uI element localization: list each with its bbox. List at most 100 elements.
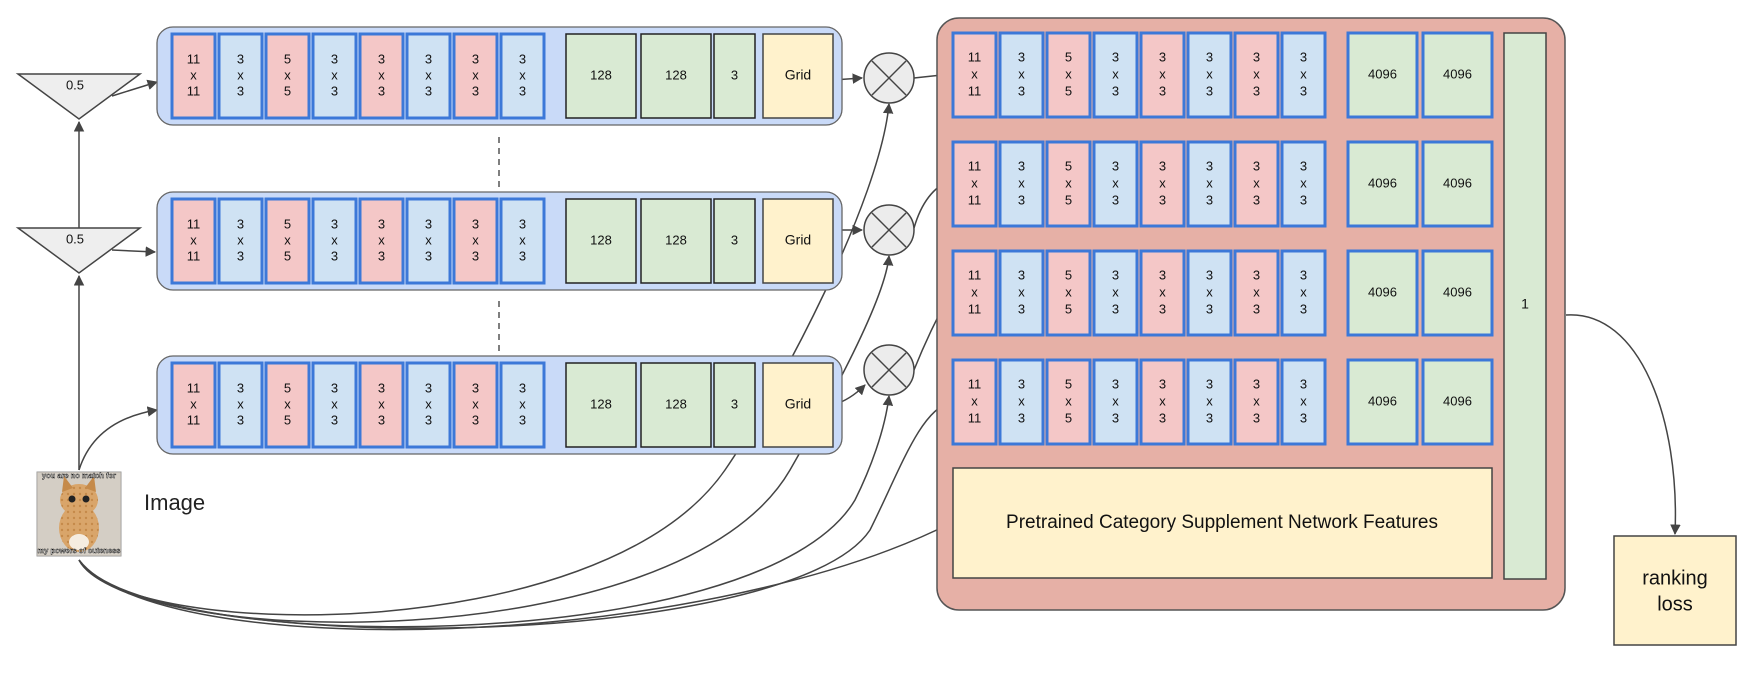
main-conv-layer-label: 3 <box>1159 49 1166 64</box>
main-conv-layer-box <box>1186 358 1233 446</box>
conv-layer-label: x <box>284 396 291 411</box>
main-conv-layer-label: x <box>1018 66 1025 81</box>
conv-layer-box <box>311 197 358 285</box>
main-conv-layer-label: x <box>1159 393 1166 408</box>
conv-layer-label: 3 <box>237 216 244 231</box>
conv-layer-label: 3 <box>237 380 244 395</box>
main-fc-layer-label: 4096 <box>1368 284 1397 299</box>
ranking-loss-box <box>1613 535 1737 646</box>
conv-layer-label: x <box>425 67 432 82</box>
conv-layer-label: 3 <box>519 412 526 427</box>
main-fc-layer-label: 4096 <box>1443 393 1472 408</box>
conv-layer-box <box>405 361 452 449</box>
main-conv-layer-label: 3 <box>1018 301 1025 316</box>
main-conv-layer-box <box>1045 31 1092 119</box>
main-conv-layer-label: 3 <box>1112 267 1119 282</box>
conv-layer-label: x <box>331 396 338 411</box>
main-conv-layer-box <box>1139 140 1186 228</box>
conv-layer-label: 11 <box>187 412 201 427</box>
fc-layer-label: 128 <box>665 232 687 247</box>
main-conv-layer-label: 3 <box>1300 410 1307 425</box>
main-conv-layer-label: 3 <box>1206 49 1213 64</box>
conv-layer-label: x <box>472 232 479 247</box>
main-conv-layer-box <box>1186 140 1233 228</box>
main-conv-layer-label: x <box>1300 175 1307 190</box>
main-conv-layer-label: 3 <box>1018 158 1025 173</box>
main-conv-layer-box <box>951 140 998 228</box>
fc-layer-label: 128 <box>590 232 612 247</box>
main-conv-layer-label: x <box>1159 175 1166 190</box>
fc-layer-box <box>640 362 712 448</box>
main-conv-layer-label: 3 <box>1253 49 1260 64</box>
grid-box <box>762 33 834 119</box>
main-conv-layer-box <box>998 358 1045 446</box>
main-conv-layer-label: 5 <box>1065 192 1072 207</box>
image-to-pretrained-curve <box>78 522 952 631</box>
ranking-loss-label: loss <box>1657 593 1693 615</box>
conv-layer-box <box>358 361 405 449</box>
main-conv-layer-label: 3 <box>1253 410 1260 425</box>
main-conv-layer-label: x <box>1065 284 1072 299</box>
conv-layer-label: x <box>378 232 385 247</box>
conv-layer-label: 11 <box>187 380 201 395</box>
conv-layer-label: 3 <box>378 380 385 395</box>
main-conv-layer-label: x <box>1018 175 1025 190</box>
main-conv-layer-label: x <box>1112 175 1119 190</box>
main-conv-layer-label: 3 <box>1206 376 1213 391</box>
main-conv-layer-label: 3 <box>1112 158 1119 173</box>
conv-layer-label: 11 <box>187 216 201 231</box>
grid-label: Grid <box>785 232 811 248</box>
main-fc-layer-label: 4096 <box>1368 66 1397 81</box>
triangle-to-row-arrow <box>111 246 157 257</box>
conv-layer-label: 3 <box>237 51 244 66</box>
conv-layer-label: x <box>519 67 526 82</box>
conv-layer-box <box>405 197 452 285</box>
main-conv-layer-label: 3 <box>1206 410 1213 425</box>
network-to-loss-arrow <box>1565 314 1681 536</box>
main-conv-layer-label: 5 <box>1065 267 1072 282</box>
conv-layer-label: x <box>519 396 526 411</box>
conv-layer-label: 3 <box>425 380 432 395</box>
conv-layer-label: 3 <box>472 51 479 66</box>
conv-layer-label: 3 <box>331 380 338 395</box>
main-conv-layer-label: 3 <box>1159 83 1166 98</box>
main-conv-layer-label: 3 <box>1253 301 1260 316</box>
main-conv-layer-label: x <box>1159 284 1166 299</box>
conv-layer-label: x <box>237 396 244 411</box>
conv-layer-label: x <box>190 67 197 82</box>
cat-head <box>60 484 98 516</box>
main-conv-layer-label: 11 <box>968 158 982 173</box>
conv-layer-label: 3 <box>378 412 385 427</box>
conv-layer-box <box>452 32 499 120</box>
main-conv-layer-box <box>1045 249 1092 337</box>
conv-layer-box <box>170 197 217 285</box>
main-conv-layer-label: 3 <box>1206 267 1213 282</box>
conv-layer-box <box>217 361 264 449</box>
fc-layer-label: 128 <box>590 67 612 82</box>
main-conv-layer-label: 3 <box>1253 83 1260 98</box>
main-conv-layer-box <box>998 31 1045 119</box>
main-conv-layer-label: 3 <box>1112 376 1119 391</box>
main-conv-layer-box <box>1233 31 1280 119</box>
conv-layer-label: 3 <box>425 83 432 98</box>
scale-label: 0.5 <box>66 77 84 92</box>
main-conv-layer-label: 11 <box>968 192 982 207</box>
main-conv-layer-box <box>1045 358 1092 446</box>
fc-layer-box <box>565 198 637 284</box>
main-conv-layer-box <box>1092 31 1139 119</box>
conv-layer-label: 3 <box>331 51 338 66</box>
fc-layer-box <box>565 362 637 448</box>
conv-layer-label: 3 <box>331 83 338 98</box>
main-fc-layer-box <box>1346 358 1419 446</box>
main-conv-layer-box <box>1092 358 1139 446</box>
main-conv-layer-label: 3 <box>1018 410 1025 425</box>
conv-layer-box <box>264 32 311 120</box>
main-conv-layer-label: 3 <box>1018 192 1025 207</box>
main-conv-layer-label: 3 <box>1300 192 1307 207</box>
conv-layer-label: 5 <box>284 380 291 395</box>
main-conv-layer-label: 3 <box>1112 301 1119 316</box>
main-fc-layer-label: 4096 <box>1443 66 1472 81</box>
main-conv-layer-label: 3 <box>1253 158 1260 173</box>
main-conv-layer-box <box>951 249 998 337</box>
main-conv-layer-label: 11 <box>968 83 982 98</box>
